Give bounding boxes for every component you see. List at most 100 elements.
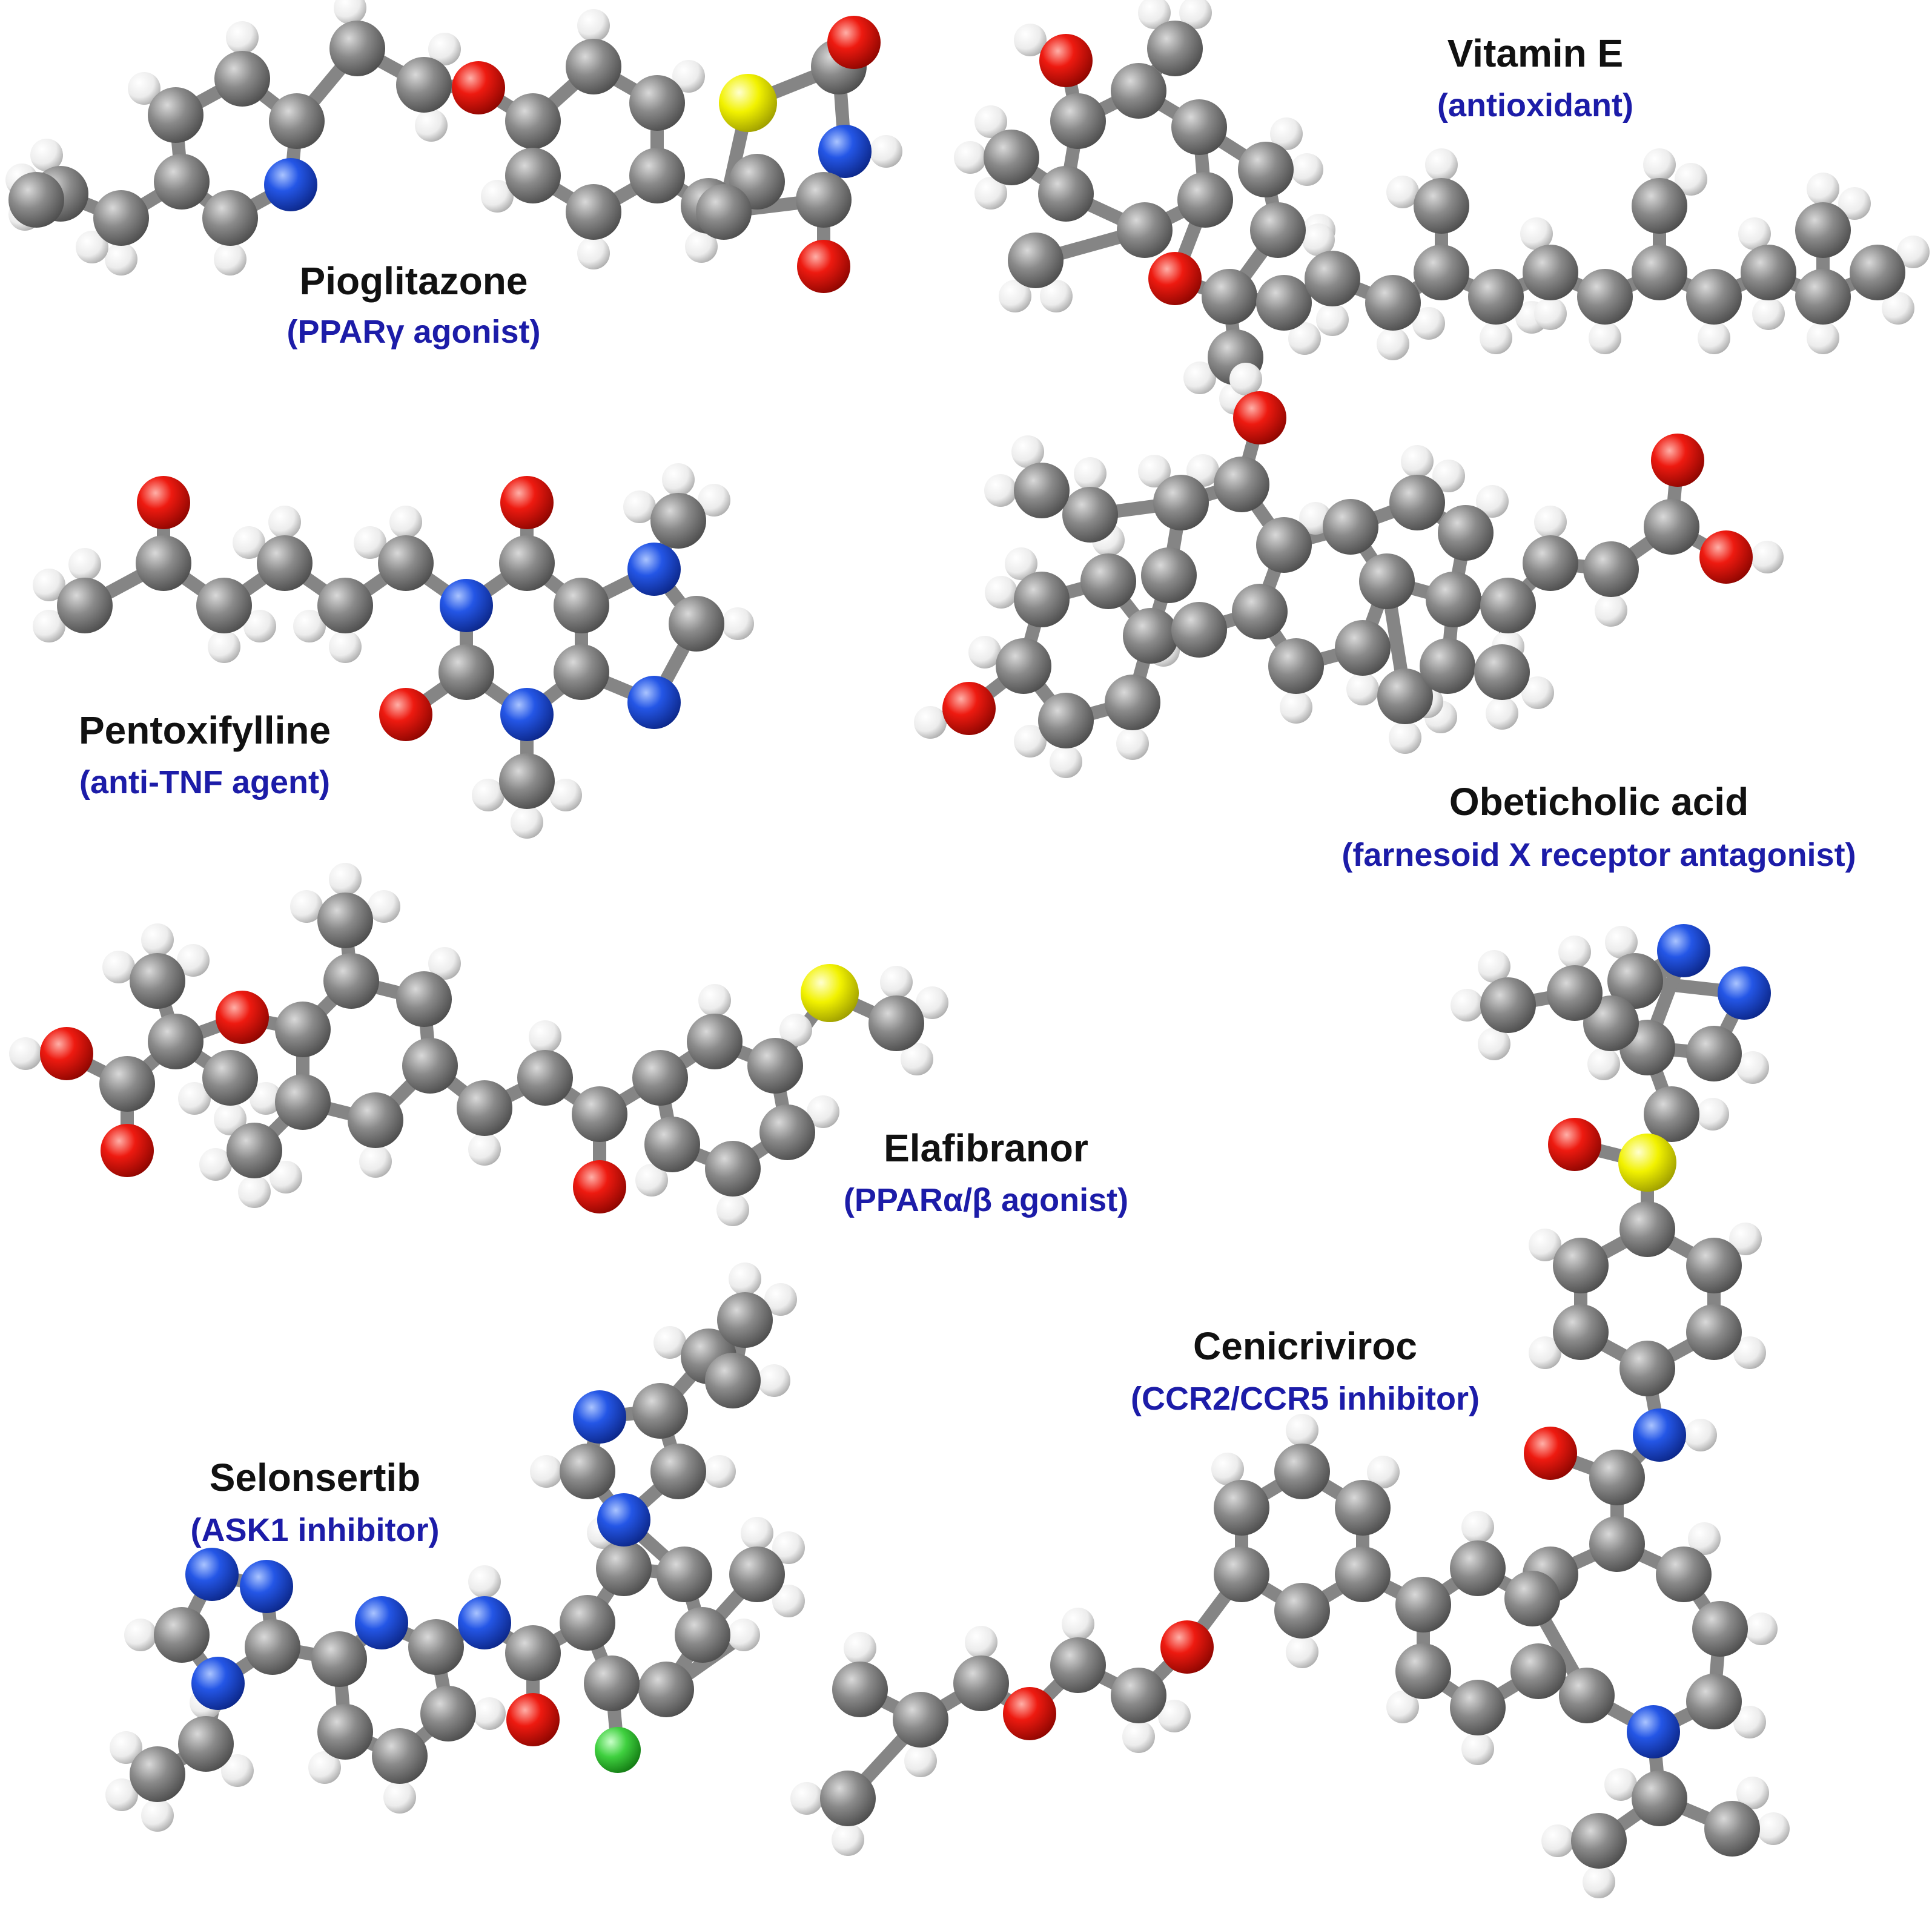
- elafibranor-carbon-atom: [148, 1014, 203, 1069]
- vitamin-e-carbon-atom: [1686, 269, 1742, 325]
- vitamin-e-model: [954, 0, 1930, 415]
- obeticholic-acid-hydrogen-atom: [968, 636, 1001, 668]
- pentoxifylline-carbon-atom: [499, 753, 555, 809]
- cenicriviroc-carbon-atom: [820, 1771, 876, 1826]
- obeticholic-acid-carbon-atom: [1474, 644, 1530, 700]
- obeticholic-acid-hydrogen-atom: [984, 474, 1017, 507]
- pentoxifylline-nitrogen-atom: [627, 676, 681, 729]
- elafibranor-hydrogen-atom: [9, 1037, 42, 1070]
- pioglitazone-hydrogen-atom: [128, 72, 160, 105]
- elafibranor-carbon-atom: [687, 1014, 743, 1069]
- vitamin-e-hydrogen-atom: [974, 105, 1007, 138]
- elafibranor-carbon-atom: [705, 1141, 761, 1197]
- cenicriviroc-carbon-atom: [1274, 1583, 1330, 1639]
- pioglitazone-carbon-atom: [269, 93, 325, 149]
- cenicriviroc-carbon-atom: [1704, 1801, 1760, 1857]
- pentoxifylline-hydrogen-atom: [623, 490, 656, 523]
- pioglitazone-oxygen-atom: [797, 240, 850, 293]
- selonsertib-carbon-atom: [729, 1547, 785, 1602]
- selonsertib-nitrogen-atom: [185, 1548, 239, 1601]
- selonsertib-fluorine-atom: [595, 1727, 641, 1773]
- cenicriviroc-hydrogen-atom: [1529, 1229, 1561, 1261]
- selonsertib-hydrogen-atom: [383, 1781, 416, 1814]
- elafibranor-hydrogen-atom: [102, 951, 135, 983]
- elafibranor-hydrogen-atom: [178, 1082, 211, 1115]
- pioglitazone-hydrogen-atom: [415, 109, 448, 142]
- cenicriviroc-carbon-atom: [953, 1655, 1009, 1711]
- selonsertib-hydrogen-atom: [758, 1364, 790, 1397]
- obeticholic-acid-oxygen-atom: [1233, 391, 1286, 444]
- selonsertib-carbon-atom: [675, 1607, 730, 1663]
- pioglitazone-carbon-atom: [629, 148, 685, 203]
- obeticholic-acid-hydrogen-atom: [1486, 697, 1518, 730]
- elafibranor-carbon-atom: [323, 953, 379, 1009]
- elafibranor-hydrogen-atom: [529, 1020, 561, 1053]
- obeticholic-acid-hydrogen-atom: [1014, 725, 1047, 758]
- pioglitazone-carbon-atom: [329, 21, 385, 76]
- elafibranor-hydrogen-atom: [779, 1014, 812, 1046]
- pentoxifylline-hydrogen-atom: [698, 484, 730, 517]
- selonsertib-hydrogen-atom: [110, 1731, 142, 1764]
- pentoxifylline-carbon-atom: [669, 596, 724, 652]
- pentoxifylline-hydrogen-atom: [389, 506, 422, 538]
- selonsertib-hydrogen-atom: [729, 1263, 761, 1295]
- cenicriviroc-carbon-atom: [1450, 1540, 1506, 1596]
- selonsertib-carbon-atom: [560, 1595, 615, 1651]
- pioglitazone-hydrogen-atom: [76, 231, 108, 263]
- pentoxifylline-nitrogen-atom: [440, 579, 493, 632]
- vitamin-e-hydrogen-atom: [1316, 303, 1349, 336]
- obeticholic-acid-carbon-atom: [1171, 602, 1227, 658]
- pentoxifylline-name: Pentoxifylline: [79, 708, 331, 752]
- pioglitazone-carbon-atom: [148, 87, 203, 143]
- vitamin-e-carbon-atom: [1177, 172, 1233, 228]
- cenicriviroc-name: Cenicriviroc: [1193, 1324, 1417, 1368]
- vitamin-e-carbon-atom: [1632, 245, 1687, 300]
- pioglitazone-carbon-atom: [396, 57, 452, 113]
- obeticholic-acid-oxygen-atom: [1651, 434, 1704, 487]
- vitamin-e-carbon-atom: [1850, 245, 1905, 300]
- obeticholic-acid-hydrogen-atom: [1595, 594, 1627, 627]
- obeticholic-acid-hydrogen-atom: [1432, 460, 1465, 492]
- pioglitazone-hydrogen-atom: [105, 243, 137, 276]
- cenicriviroc-oxygen-atom: [1548, 1118, 1601, 1171]
- pioglitazone-hydrogen-atom: [577, 237, 610, 269]
- vitamin-e-hydrogen-atom: [1838, 187, 1871, 220]
- elafibranor-hydrogen-atom: [250, 1082, 282, 1115]
- obeticholic-acid-carbon-atom: [1123, 608, 1179, 664]
- selonsertib-carbon-atom: [717, 1292, 773, 1348]
- pioglitazone-hydrogen-atom: [685, 230, 718, 263]
- pioglitazone-hydrogen-atom: [577, 9, 610, 42]
- cenicriviroc-hydrogen-atom: [1286, 1636, 1318, 1668]
- vitamin-e-carbon-atom: [1250, 202, 1306, 258]
- cenicriviroc-carbon-atom: [1656, 1547, 1712, 1602]
- elafibranor-carbon-atom: [517, 1050, 573, 1106]
- vitamin-e-carbon-atom: [1238, 142, 1294, 197]
- obeticholic-acid-carbon-atom: [1062, 487, 1118, 543]
- cenicriviroc-carbon-atom: [1571, 1813, 1627, 1869]
- selonsertib-name: Selonsertib: [210, 1456, 421, 1499]
- selonsertib-hydrogen-atom: [473, 1697, 506, 1730]
- pentoxifylline-hydrogen-atom: [68, 548, 101, 581]
- pentoxifylline-role: (anti-TNF agent): [79, 764, 330, 801]
- selonsertib-hydrogen-atom: [764, 1283, 797, 1316]
- cenicriviroc-carbon-atom: [1686, 1674, 1742, 1729]
- cenicriviroc-nitrogen-atom: [1627, 1705, 1680, 1758]
- cenicriviroc-hydrogen-atom: [1211, 1453, 1244, 1485]
- cenicriviroc-hydrogen-atom: [1757, 1812, 1790, 1845]
- elafibranor-sulfur-atom: [801, 964, 859, 1022]
- vitamin-e-hydrogen-atom: [1520, 217, 1553, 250]
- vitamin-e-hydrogen-atom: [1675, 163, 1707, 196]
- vitamin-e-hydrogen-atom: [1270, 117, 1303, 150]
- obeticholic-acid-carbon-atom: [1426, 572, 1481, 627]
- selonsertib-oxygen-atom: [506, 1693, 560, 1746]
- vitamin-e-hydrogen-atom: [1738, 217, 1771, 250]
- elafibranor-carbon-atom: [632, 1050, 688, 1106]
- elafibranor-carbon-atom: [457, 1080, 512, 1136]
- cenicriviroc-nitrogen-atom: [1657, 924, 1710, 977]
- cenicriviroc-carbon-atom: [1553, 1304, 1609, 1360]
- elafibranor-hydrogen-atom: [901, 1043, 933, 1075]
- pioglitazone-carbon-atom: [154, 154, 210, 210]
- cenicriviroc-hydrogen-atom: [1541, 1824, 1574, 1857]
- cenicriviroc-model: [790, 924, 1790, 1898]
